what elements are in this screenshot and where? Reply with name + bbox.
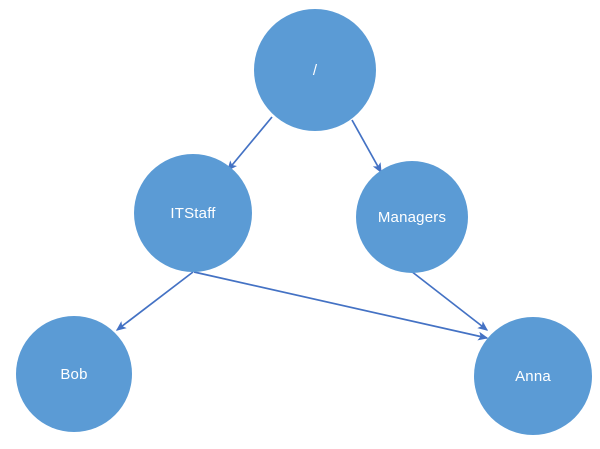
graph-node-bob[interactable]: Bob bbox=[16, 316, 132, 432]
graph-edge-managers-anna bbox=[410, 270, 489, 331]
graph-node-anna[interactable]: Anna bbox=[474, 317, 592, 435]
graph-node-root[interactable]: / bbox=[254, 9, 376, 131]
node-label-itstaff: ITStaff bbox=[170, 204, 216, 222]
graph-node-managers[interactable]: Managers bbox=[356, 161, 468, 273]
graph-edge-itstaff-bob bbox=[115, 271, 194, 331]
graph-edge-itstaff-anna bbox=[193, 271, 489, 341]
graph-node-itstaff[interactable]: ITStaff bbox=[134, 154, 252, 272]
graph-edge-root-managers bbox=[351, 119, 382, 174]
node-label-anna: Anna bbox=[515, 367, 551, 385]
graph-edge-root-itstaff bbox=[227, 116, 273, 172]
node-label-bob: Bob bbox=[60, 365, 88, 383]
node-label-root: / bbox=[312, 61, 318, 79]
node-label-managers: Managers bbox=[377, 208, 447, 226]
